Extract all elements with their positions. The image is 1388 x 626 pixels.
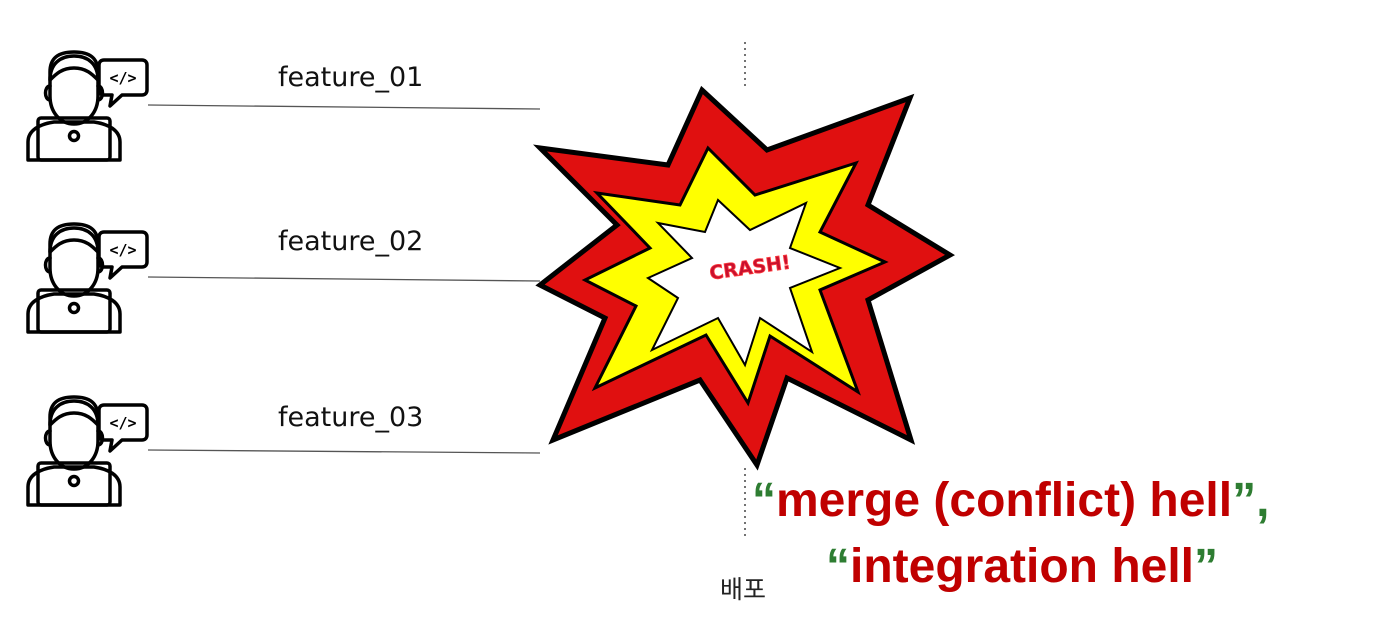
hell-text-integration: integration hell bbox=[850, 540, 1194, 593]
developer-row-3: </> feature_03 bbox=[26, 395, 541, 507]
code-speech-bubble-icon: </> bbox=[109, 241, 136, 259]
deploy-label: 배포 bbox=[720, 575, 766, 604]
developer-row-2: </> feature_02 bbox=[26, 222, 541, 334]
code-speech-bubble-icon: </> bbox=[109, 69, 136, 87]
quote-open-1: “ bbox=[752, 474, 776, 527]
hell-caption-line-1: “merge (conflict) hell”, bbox=[752, 474, 1269, 527]
branch-line-1 bbox=[147, 104, 541, 110]
quote-close-2: ” bbox=[1194, 540, 1218, 593]
developer-row-1: </> feature_01 bbox=[26, 50, 541, 162]
explosion-burst-icon: CRASH! bbox=[533, 85, 955, 471]
branch-label-2: feature_02 bbox=[278, 226, 423, 257]
quote-close-1: ”, bbox=[1232, 474, 1269, 527]
quote-open-2: “ bbox=[826, 540, 850, 593]
code-speech-bubble-icon: </> bbox=[109, 414, 136, 432]
hell-caption-line-2: “integration hell” bbox=[826, 540, 1218, 593]
hell-text-merge: merge (conflict) hell bbox=[776, 474, 1232, 527]
branch-line-3 bbox=[147, 449, 541, 454]
branch-label-1: feature_01 bbox=[278, 62, 423, 93]
hell-caption: “merge (conflict) hell”, “integration he… bbox=[752, 474, 1269, 593]
branch-line-2 bbox=[147, 276, 541, 282]
branch-label-3: feature_03 bbox=[278, 402, 423, 433]
